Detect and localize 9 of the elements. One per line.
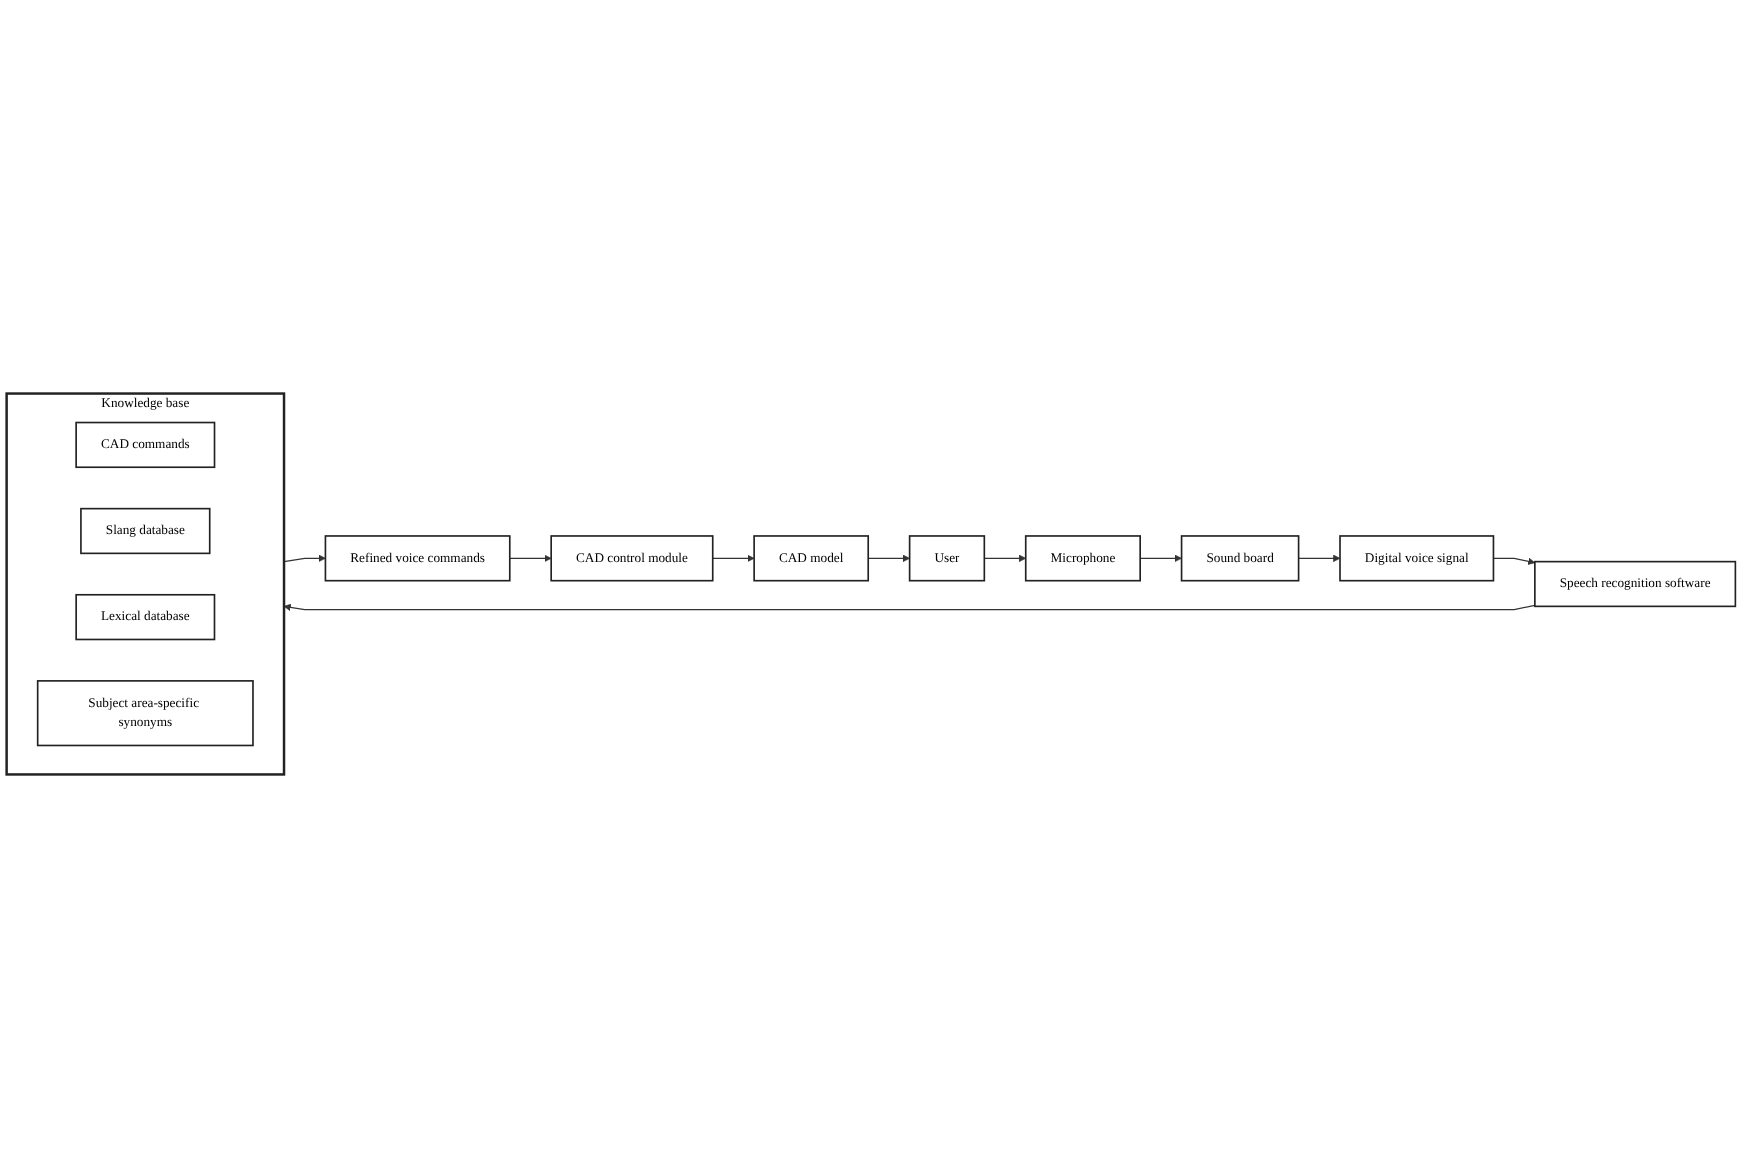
arrow bbox=[283, 603, 1536, 611]
arrow bbox=[1298, 554, 1341, 562]
arrow bbox=[1139, 554, 1182, 562]
arrow bbox=[712, 554, 755, 562]
arrow bbox=[283, 554, 326, 563]
arrow bbox=[509, 554, 552, 562]
arrow bbox=[1492, 557, 1536, 565]
arrow bbox=[983, 554, 1027, 562]
arrow bbox=[867, 554, 910, 562]
